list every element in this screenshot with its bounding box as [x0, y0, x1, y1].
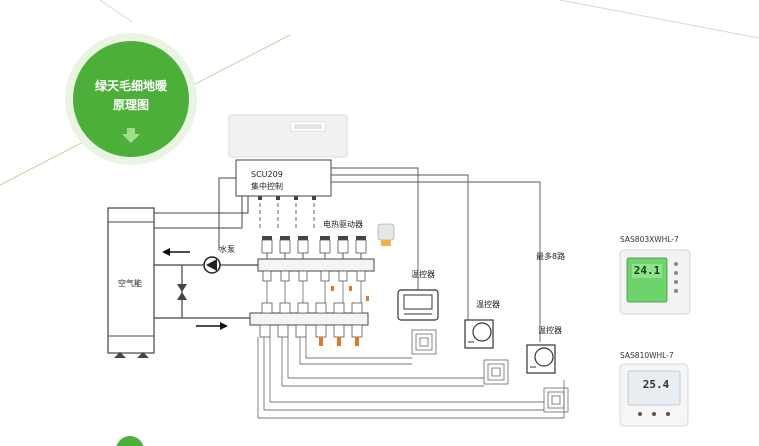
bypass-valve	[177, 284, 187, 300]
product-model-2: SAS810WHL-7	[620, 351, 674, 360]
max-routes-label: 最多8路	[536, 252, 566, 261]
product-display-2: 25.4	[642, 378, 670, 391]
controller-photo	[228, 114, 348, 158]
actuator-signal-lines	[259, 203, 315, 230]
title-line-2: 原理图	[112, 98, 149, 112]
floor-coil	[411, 329, 437, 355]
product-display-1: 24.1	[633, 264, 661, 277]
actuator-label: 电热驱动器	[323, 220, 363, 229]
product-model-1: SAS803XWHL-7	[620, 235, 679, 244]
controller-terminals	[258, 196, 316, 200]
actuator-photo	[377, 223, 395, 246]
arrow-down-icon	[122, 128, 140, 143]
floor-coil	[543, 387, 569, 413]
controller-name: 集中控制	[251, 182, 283, 191]
thermostat-label-3: 温控器	[538, 326, 562, 335]
return-manifold	[249, 302, 369, 346]
badge-bottom-edge	[116, 436, 144, 446]
thermostat-icon	[464, 319, 494, 349]
title-line-1: 绿天毛细地暖	[94, 79, 167, 93]
thermostat-label-2: 温控器	[476, 300, 500, 309]
product-thermostat-photo	[619, 249, 691, 315]
title-badge	[65, 33, 197, 165]
floor-coil	[483, 359, 509, 385]
supply-manifold	[257, 236, 375, 282]
control-wires	[331, 167, 541, 342]
heat-source-unit	[107, 207, 155, 358]
flow-arrows	[162, 248, 228, 330]
product-thermostat-photo	[619, 363, 689, 427]
thermostat-icon	[526, 344, 556, 374]
thermostat-icon	[397, 289, 439, 321]
valve-markers	[331, 286, 369, 301]
pump-icon	[203, 256, 221, 274]
pump-label: 水泵	[219, 245, 235, 254]
decor-line	[99, 0, 133, 23]
thermostat-label-1: 温控器	[411, 270, 435, 279]
pipes	[154, 264, 260, 319]
heat-source-label: 空气能	[118, 279, 142, 288]
loop-pipes	[257, 337, 565, 419]
controller-model: SCU209	[251, 170, 283, 179]
decor-line	[559, 0, 759, 39]
